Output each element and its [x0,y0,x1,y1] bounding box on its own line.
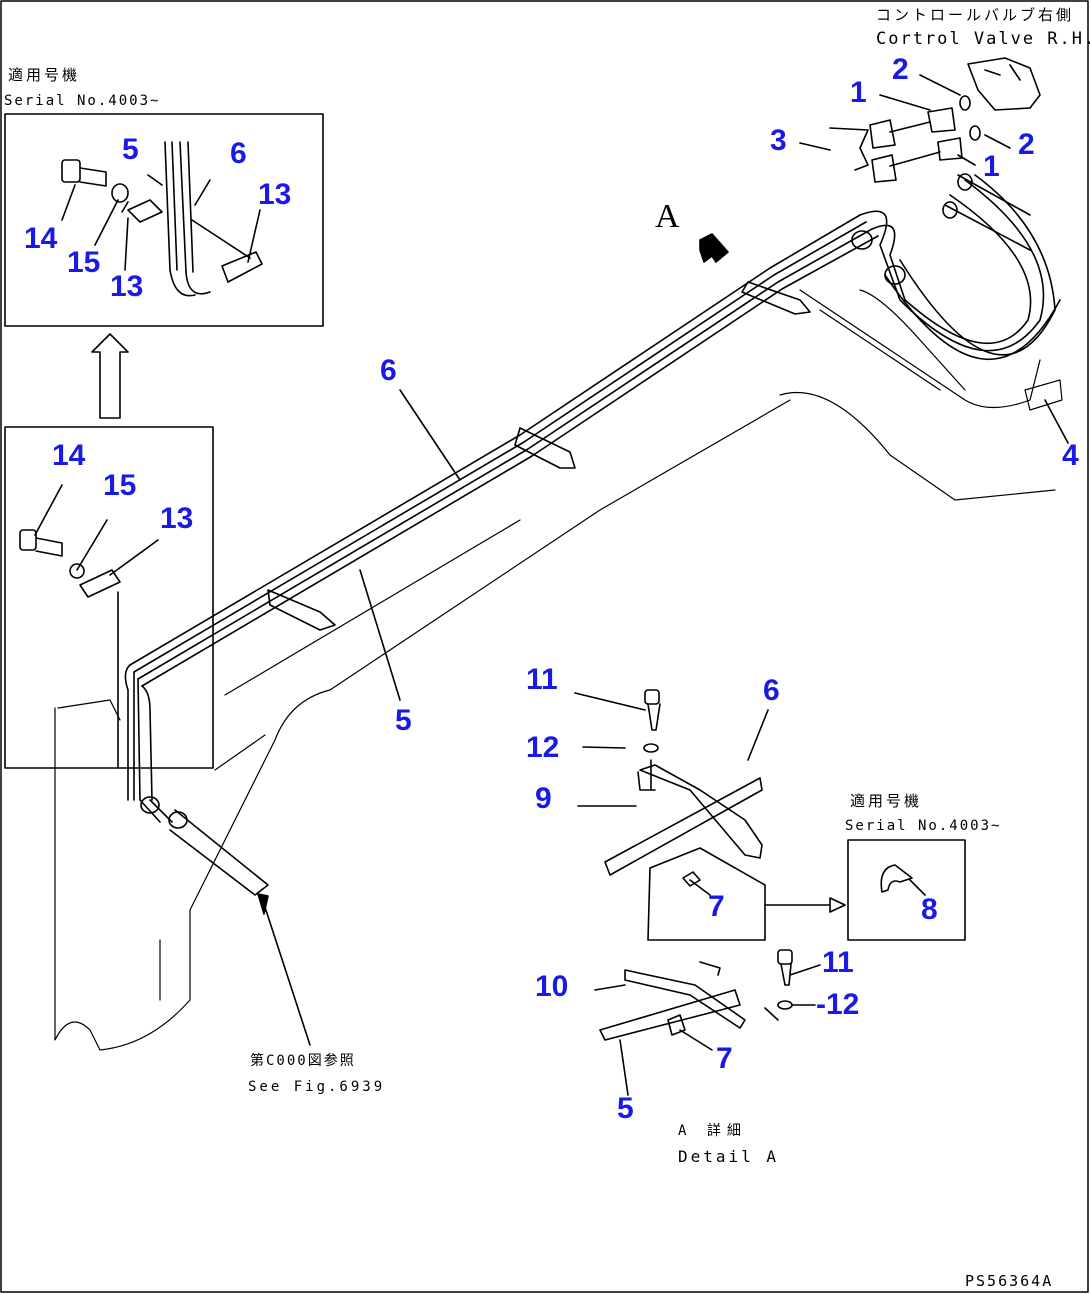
part-number-1: 1 [983,150,1000,183]
part-number-5: 5 [395,704,412,737]
part-number-5: 5 [617,1092,634,1125]
part-number-10: 10 [535,970,569,1003]
detail-inset-serial-en: Serial No.4003~ [845,818,1002,834]
part-number-7: 7 [716,1042,733,1075]
hose-assembly [124,174,1061,896]
part-number-13: 13 [110,270,144,303]
see-fig-en: See Fig.6939 [248,1079,386,1095]
part-number-6: 6 [380,354,397,387]
inset-top-serial-en: Serial No.4003~ [4,93,161,109]
part-number-14: 14 [52,439,86,472]
leader-lines [34,74,1069,701]
drawing-code: PS56364A [965,1272,1054,1290]
part-number-8: 8 [921,893,938,926]
part-number-12: -12 [816,988,860,1021]
part-number-2: 2 [1018,128,1035,161]
inset-mid-parts [19,529,121,769]
inset-box-top [4,113,324,327]
part-number-1: 1 [850,76,867,109]
part-number-2: 2 [892,53,909,86]
part-number-15: 15 [67,246,101,279]
part-number-12: 12 [526,731,560,764]
inset-top-serial-jp: 適用号機 [8,66,81,84]
see-fig-leader [261,897,311,1046]
inset-top-parts [61,141,263,297]
part-number-9: 9 [535,782,552,815]
view-arrow-label: A [655,198,680,235]
part-number-6: 6 [763,674,780,707]
boom-outline [54,289,1063,1051]
part-number-15: 15 [103,469,137,502]
see-fig-jp: 第C000図参照 [250,1053,356,1069]
arrow-up-icon [91,333,129,419]
part-number-5: 5 [122,133,139,166]
inset-box-mid [4,426,214,769]
part-number-13: 13 [160,502,194,535]
detail-inset-serial-jp: 適用号機 [850,792,923,810]
control-valve-label-en: Cortrol Valve R.H. [876,29,1090,49]
part-number-13: 13 [258,178,292,211]
control-valve-fittings [829,57,1041,251]
part-number-14: 14 [24,222,58,255]
part-number-4: 4 [1062,439,1079,472]
detail-caption-jp: A 詳細 [678,1123,747,1139]
part-number-3: 3 [770,124,787,157]
detail-a-parts [574,689,966,1096]
part-number-11: 11 [822,946,854,979]
control-valve-label-jp: コントロールバルブ右側 [876,6,1075,24]
part-number-11: 11 [526,663,558,696]
view-arrow-icon [699,233,729,263]
detail-caption-en: Detail A [678,1147,780,1166]
part-number-6: 6 [230,137,247,170]
part-number-7: 7 [708,890,725,923]
